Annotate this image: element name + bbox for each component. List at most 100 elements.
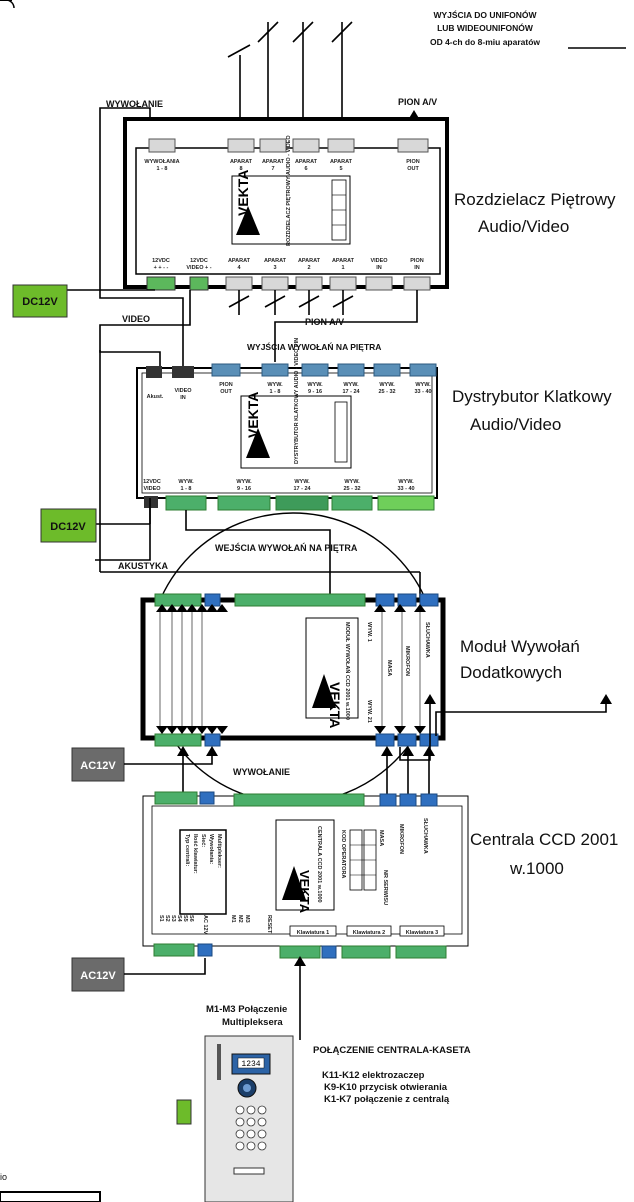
term-label: 8: [239, 166, 242, 172]
ac12v-box-1: [71, 747, 125, 782]
pion-av-mid-label: PION A/V: [305, 317, 344, 327]
modul-title-2: Dodatkowych: [460, 663, 562, 682]
outputs-text-2: LUB WIDEOUNIFONÓW: [437, 22, 534, 33]
term-label: 6: [304, 166, 307, 172]
term-label: APARAT: [332, 258, 355, 264]
wiring-middle: [95, 498, 331, 600]
keyboard-label: Klawiatura 3: [406, 930, 438, 936]
ac12v-label-1: AC12V: [80, 760, 116, 772]
term-label: VIDEO: [370, 258, 388, 264]
term-label: WYW.: [294, 479, 310, 485]
term-label: WYW.: [267, 382, 283, 388]
centrala-inner-label: CENTRALA CCD 2001 w.1000: [316, 826, 322, 903]
term-label: APARAT: [298, 258, 321, 264]
centrala-m-label: M3: [244, 915, 250, 923]
centrala-title-1: Centrala CCD 2001: [470, 830, 618, 849]
centrala-side-label: MASA: [378, 830, 384, 846]
centrala-m-label: M1: [230, 915, 236, 923]
kaseta-panel: 1234: [204, 1035, 294, 1202]
keyboard-label: Klawiatura 2: [353, 930, 385, 936]
brand-logo-1: VEKTA: [235, 170, 251, 216]
term-label: APARAT: [230, 159, 253, 165]
kaseta-arrow-icon: [294, 956, 306, 966]
term-label: VIDEO: [174, 388, 192, 394]
term-label: 4: [237, 265, 241, 271]
brand-logo-3: VEKTA: [327, 682, 343, 728]
centrala-s-label: S5: [182, 915, 188, 922]
term-label: PION: [410, 258, 423, 264]
term-label: 12VDC: [152, 258, 170, 264]
centrala-type-line: Wywołania:: [208, 834, 214, 864]
centrala: VEKTA CENTRALA CCD 2001 w.1000: [142, 791, 469, 959]
centrala-m-label: M2: [237, 915, 243, 923]
term-label: WYW.: [415, 382, 431, 388]
rozdzielacz-title-2: Audio/Video: [478, 217, 569, 236]
akustyka-label: AKUSTYKA: [118, 561, 169, 571]
wiring-bottom: [124, 958, 301, 1040]
term-label: 1 - 8: [156, 166, 167, 172]
rozdzielacz-title-1: Rozdzielacz Piętrowy: [454, 190, 616, 209]
centrala-s-label: S1: [158, 915, 164, 922]
term-label: WYW.: [307, 382, 323, 388]
term-label: OUT: [220, 389, 232, 395]
centrala-s-label: S4: [176, 915, 182, 923]
k9-label: K9-K10 przycisk otwierania: [324, 1082, 448, 1093]
term-label: 17 - 24: [342, 389, 360, 395]
term-label: 25 - 32: [378, 389, 395, 395]
green-tag: [176, 1099, 192, 1125]
term-label: OUT: [407, 166, 419, 172]
brand-logo-2: VEKTA: [245, 392, 261, 438]
centrala-side-label: NR SERWISU: [382, 870, 388, 905]
wejscia-wywolan-label: WEJŚCIA WYWOŁAŃ NA PIĘTRA: [215, 542, 358, 553]
ac12v-label-2: AC12V: [80, 970, 116, 982]
term-label: PION: [406, 159, 419, 165]
term-label: IN: [180, 395, 186, 401]
rozdzielacz-inner-label: ROZDZIELACZ PIĘTROWY AUDIO - VIDEO: [286, 135, 292, 246]
centrala-reset-label: RESET: [266, 915, 272, 934]
polaczenie-label: POŁĄCZENIE CENTRALA-KASETA: [313, 1045, 471, 1056]
term-label: 3: [273, 265, 276, 271]
wyjscia-wywolan-label: WYJŚCIA WYWOŁAŃ NA PIĘTRA: [247, 341, 381, 352]
centrala-ac-label: AC 12V: [202, 915, 208, 935]
modul-side-label: MIKROFON: [404, 646, 410, 676]
multiplexer-label-2: Multipleksera: [222, 1017, 283, 1028]
term-label: 7: [271, 166, 274, 172]
k11-label: K11-K12 elektrozaczep: [322, 1070, 425, 1081]
centrala-s-label: S3: [170, 915, 176, 922]
cropped-box: [0, 1191, 101, 1202]
rozdzielacz-pietrowy: VEKTA ROZDZIELACZ PIĘTROWY AUDIO - VIDEO: [123, 117, 449, 291]
wiring-upper: [67, 107, 421, 600]
term-label: WYW.: [344, 479, 360, 485]
term-label: VIDEO + -: [186, 265, 211, 271]
pion-av-top-label: PION A/V: [398, 97, 437, 107]
term-label: Akust.: [147, 394, 164, 400]
term-label: 5: [339, 166, 342, 172]
k1-label: K1-K7 połączenie z centralą: [324, 1094, 450, 1105]
term-label: + + - -: [154, 265, 169, 271]
dystrybutor-inner-label: DYSTRYBUTOR KLATKOWY AUDIO - VIDEO PIN: [294, 338, 300, 464]
term-label: 9 - 16: [308, 389, 322, 395]
term-label: WYW.: [343, 382, 359, 388]
term-label: WYWOŁANIA: [144, 159, 179, 165]
cropped-text: io: [0, 1172, 7, 1182]
term-label: 17 - 24: [293, 486, 311, 492]
kaseta-display: 1234: [241, 1060, 260, 1069]
dc12v-label-2: DC12V: [50, 521, 86, 533]
term-label: 33 - 40: [397, 486, 414, 492]
dc12v-box-2: [40, 508, 97, 543]
centrala-title-2: w.1000: [509, 859, 564, 878]
outputs-text-1: WYJŚCIA DO UNIFONÓW: [433, 9, 537, 20]
centrala-side-label: SŁUCHAWKA: [422, 818, 428, 854]
centrala-s-label: S2: [164, 915, 170, 922]
term-label: 1 - 8: [180, 486, 191, 492]
term-label: APARAT: [228, 258, 251, 264]
wywolanie-mid-label: WYWOŁANIE: [233, 767, 290, 777]
dystrybutor-title-2: Audio/Video: [470, 415, 561, 434]
dc12v-label-1: DC12V: [22, 296, 58, 308]
dc12v-box-1: [12, 284, 68, 318]
brand-logo-4: VEKTA: [297, 870, 312, 914]
term-label: 12VDC: [190, 258, 208, 264]
term-label: WYW.: [178, 479, 194, 485]
wywolanie-top-label: WYWOŁANIE: [106, 99, 163, 109]
term-label: APARAT: [262, 159, 285, 165]
